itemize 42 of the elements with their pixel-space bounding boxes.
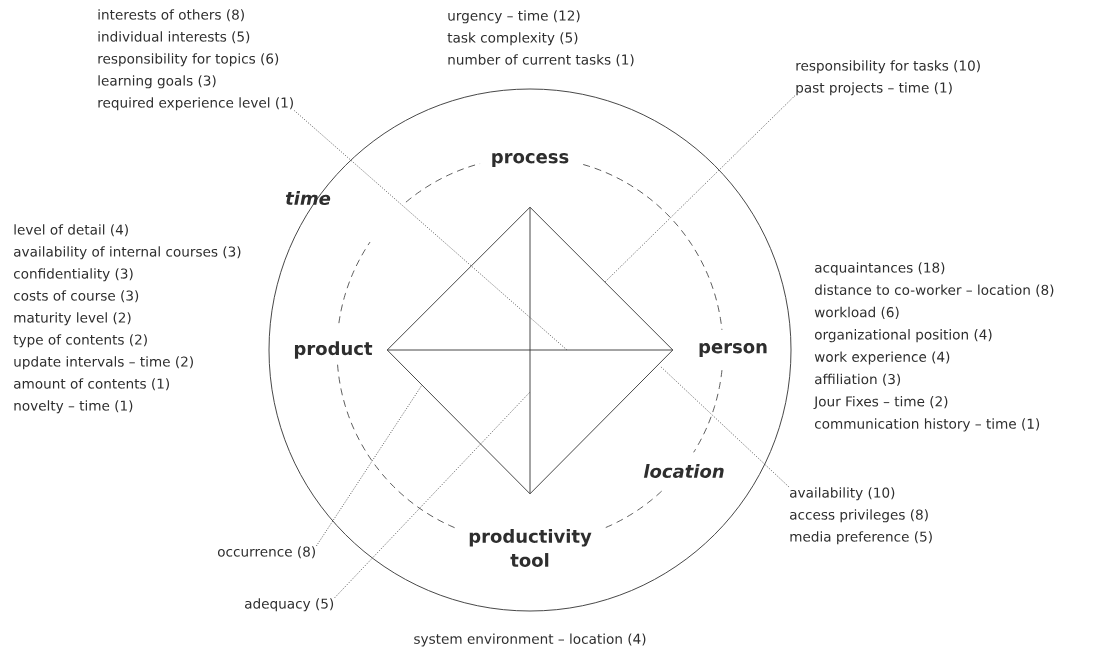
leader-line — [315, 384, 423, 547]
attribute-text: urgency – time (12) — [448, 10, 580, 24]
dimension-label: time — [285, 191, 331, 205]
attribute-text: amount of contents (1) — [14, 378, 169, 391]
attribute-text: acquaintances (18) — [815, 262, 945, 276]
attribute-text: system environment – location (4) — [414, 633, 646, 647]
leader-line — [659, 365, 790, 488]
attribute-text: confidentiality (3) — [13, 268, 133, 282]
connector-line — [529, 206, 674, 351]
attribute-text: adequacy (5) — [245, 598, 334, 612]
attribute-text: organizational position (4) — [814, 329, 992, 343]
attribute-text: update intervals – time (2) — [14, 356, 193, 370]
attribute-list: responsibility for tasks (10) past projects – time (1) — [796, 60, 980, 96]
connector-line — [529, 206, 531, 495]
leader-line — [334, 391, 531, 599]
attribute-list: interests of others (8) individual interests (5) responsibility for topics (6) learning goals (3) required experience level (1) — [98, 9, 293, 111]
vertex-label: process — [492, 153, 569, 167]
attribute-text: communication history – time (1) — [814, 418, 1040, 432]
attribute-text: novelty – time (1) — [14, 400, 133, 414]
attribute-text: level of detail (4) — [14, 224, 128, 237]
attribute-text: affiliation (3) — [815, 373, 901, 386]
connector-line — [386, 349, 531, 495]
attribute-text: distance to co-worker – location (8) — [814, 284, 1054, 297]
attribute-text: type of contents (2) — [13, 334, 147, 348]
vertex-label: person — [699, 343, 767, 357]
attribute-text: work experience (4) — [814, 351, 950, 365]
dimension-label: location — [643, 464, 724, 478]
vertex-label: product — [294, 341, 373, 359]
attribute-text: number of current tasks (1) — [448, 54, 634, 67]
attribute-text: occurrence (8) — [217, 546, 315, 559]
leader-line — [293, 110, 568, 351]
connector-line — [386, 206, 531, 351]
connector-line — [529, 349, 674, 495]
attribute-text: costs of course (3) — [13, 290, 139, 303]
attribute-text: availability of internal courses (3) — [14, 246, 241, 260]
attribute-list: availability (10) access privileges (8) media preference (5) — [790, 487, 932, 545]
connector-line — [386, 349, 674, 351]
attribute-text: workload (6) — [814, 306, 899, 319]
attribute-text: task complexity (5) — [447, 32, 578, 46]
vertex-label: productivity tool — [469, 529, 592, 567]
attribute-text: Jour Fixes – time (2) — [813, 396, 948, 410]
attribute-text: maturity level (2) — [14, 312, 131, 326]
